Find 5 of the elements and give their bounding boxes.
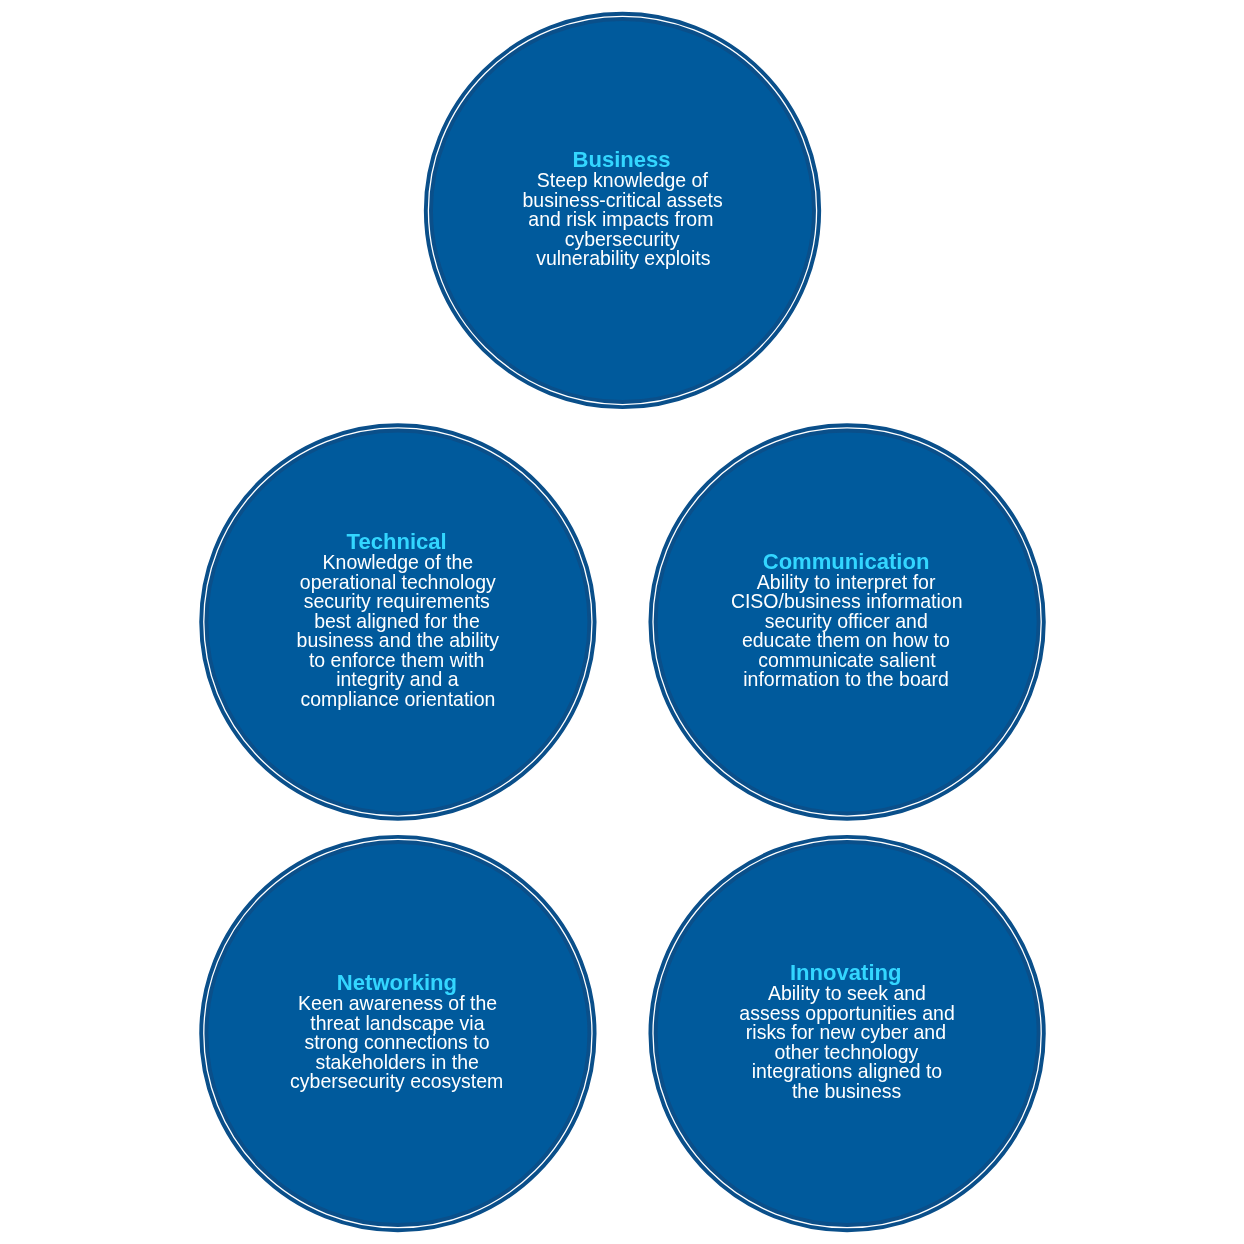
node-circle: Networking Keen awareness of the threat landscape via strong connections to stakeholders in the cybersecurity ecosystem (198, 834, 597, 1233)
node-circle: Technical Knowledge of the operational technology security requirements best aligned for the business and the ability to enforce them with integrity and a compliance orientation (198, 423, 597, 821)
node-circle: Communication Ability to interpret for CISO/business information security officer and educate them on how to communicate salient information to the board (647, 423, 1046, 821)
node-circle: Business Steep knowledge of business-critical assets and risk impacts from cybersecurity vulnerability exploits (423, 11, 821, 410)
node-circle: Innovating Ability to seek and assess opportunities and risks for new cyber and other technology integrations aligned to the business (647, 834, 1046, 1233)
